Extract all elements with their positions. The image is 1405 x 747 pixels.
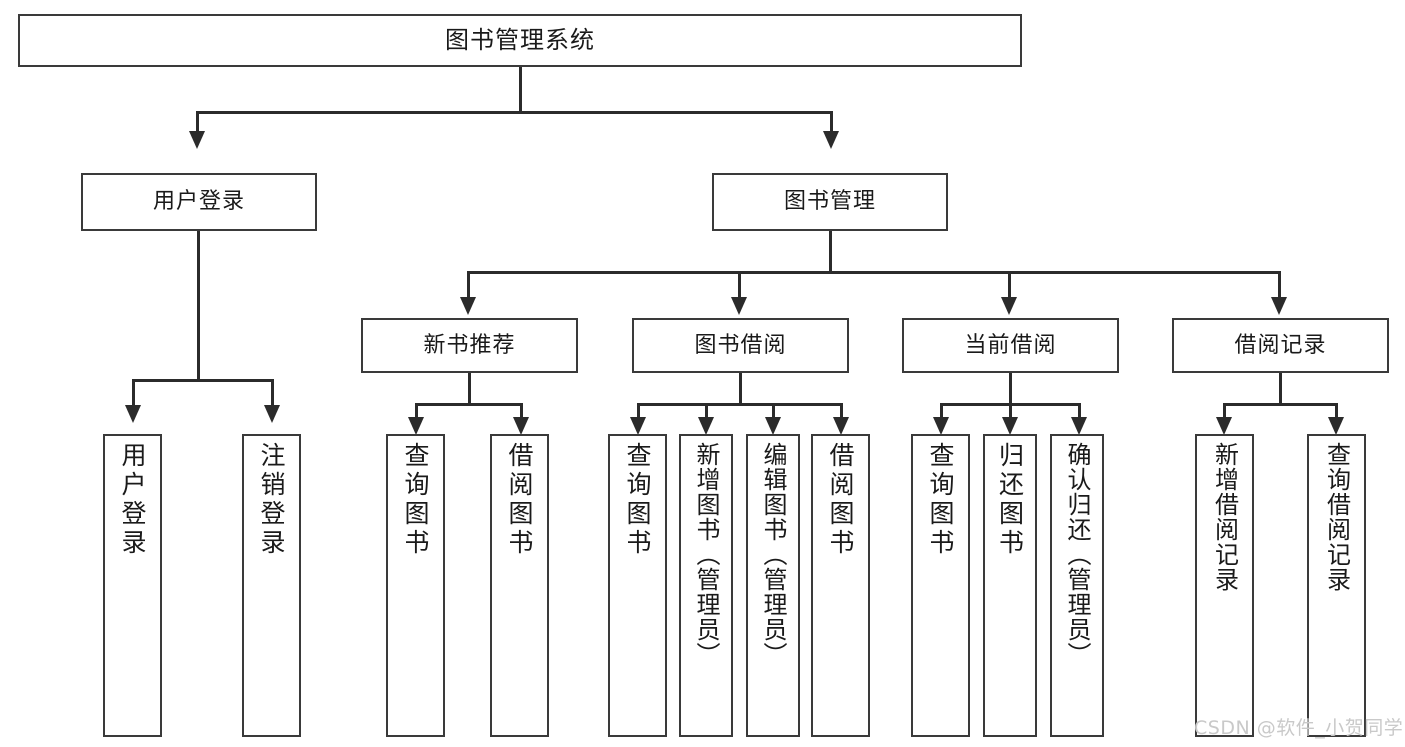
connector-bm-to-borrow-record: [1278, 271, 1281, 299]
node-leaf-query-borrow-record[interactable]: 查询借阅记录: [1307, 434, 1366, 737]
connector-bb-to-leaf-4: [840, 403, 843, 419]
node-leaf-add-borrow-record-label: 新增借阅记录: [1210, 442, 1239, 592]
connector-root-to-book-management: [830, 111, 833, 133]
node-borrow-record[interactable]: 借阅记录: [1172, 318, 1389, 373]
connector-book-management-stem: [829, 231, 832, 273]
node-leaf-confirm-return-admin[interactable]: 确认归还（管理员）: [1050, 434, 1104, 737]
connector-root-bus: [197, 111, 833, 114]
arrowhead-bm-to-book-borrow: [731, 297, 747, 315]
arrowhead-root-to-user-login: [189, 131, 205, 149]
node-leaf-query-book-1-label: 查询图书: [401, 442, 430, 558]
node-book-management[interactable]: 图书管理: [712, 173, 948, 231]
connector-user-login-bus: [133, 379, 273, 382]
node-current-borrow-label: 当前借阅: [964, 332, 1057, 358]
connector-bm-to-current-borrow: [1008, 271, 1011, 299]
node-leaf-borrow-book-2[interactable]: 借阅图书: [811, 434, 870, 737]
connector-nb-to-leaf-1: [415, 403, 418, 419]
node-book-management-label: 图书管理: [783, 189, 876, 215]
arrowhead-user-login-to-leaf-1: [125, 405, 141, 423]
connector-user-login-stem: [197, 231, 200, 381]
node-new-book-recommend[interactable]: 新书推荐: [361, 318, 578, 373]
connector-borrow-record-bus: [1224, 403, 1337, 406]
arrowhead-nb-to-leaf-1: [408, 417, 424, 435]
connector-br-to-leaf-2: [1335, 403, 1338, 419]
connector-user-login-to-leaf-1: [132, 379, 135, 407]
node-leaf-return-book-label: 归还图书: [995, 442, 1025, 558]
arrowhead-cb-to-leaf-2: [1002, 417, 1018, 435]
arrowhead-nb-to-leaf-2: [513, 417, 529, 435]
connector-book-borrow-stem: [739, 372, 742, 405]
connector-bm-to-book-borrow: [738, 271, 741, 299]
arrowhead-bm-to-borrow-record: [1271, 297, 1287, 315]
arrowhead-bb-to-leaf-2: [698, 417, 714, 435]
connector-book-management-bus: [468, 271, 1280, 274]
node-book-borrow[interactable]: 图书借阅: [632, 318, 849, 373]
node-user-login[interactable]: 用户登录: [81, 173, 317, 231]
node-current-borrow[interactable]: 当前借阅: [902, 318, 1119, 373]
node-borrow-record-label: 借阅记录: [1234, 332, 1327, 358]
node-leaf-borrow-book-1-label: 借阅图书: [505, 442, 534, 558]
node-user-login-label: 用户登录: [152, 189, 245, 215]
arrowhead-root-to-book-management: [823, 131, 839, 149]
connector-nb-to-leaf-2: [520, 403, 523, 419]
connector-root-stem: [519, 66, 522, 112]
node-new-book-recommend-label: 新书推荐: [423, 332, 516, 358]
connector-bb-to-leaf-2: [705, 403, 708, 419]
arrowhead-bb-to-leaf-1: [630, 417, 646, 435]
node-leaf-query-book-3[interactable]: 查询图书: [911, 434, 970, 737]
node-leaf-add-borrow-record[interactable]: 新增借阅记录: [1195, 434, 1254, 737]
node-leaf-user-login-label: 用户登录: [118, 442, 147, 558]
arrowhead-bb-to-leaf-4: [833, 417, 849, 435]
node-leaf-edit-book-admin-label: 编辑图书（管理员）: [759, 442, 787, 667]
connector-user-login-to-leaf-2: [271, 379, 274, 407]
node-leaf-query-book-2-label: 查询图书: [623, 442, 652, 558]
connector-cb-to-leaf-2: [1009, 403, 1012, 419]
node-leaf-query-book-3-label: 查询图书: [926, 442, 955, 558]
arrowhead-br-to-leaf-2: [1328, 417, 1344, 435]
node-leaf-query-book-1[interactable]: 查询图书: [386, 434, 445, 737]
connector-br-to-leaf-1: [1223, 403, 1226, 419]
connector-root-to-user-login: [196, 111, 199, 133]
connector-bm-to-new-book-recommend: [467, 271, 470, 299]
node-leaf-logout-login-label: 注销登录: [257, 442, 286, 558]
arrowhead-user-login-to-leaf-2: [264, 405, 280, 423]
node-leaf-user-login[interactable]: 用户登录: [103, 434, 162, 737]
connector-new-book-stem: [468, 372, 471, 405]
node-leaf-query-book-2[interactable]: 查询图书: [608, 434, 667, 737]
connector-new-book-bus: [416, 403, 522, 406]
connector-cb-to-leaf-1: [940, 403, 943, 419]
arrowhead-bm-to-current-borrow: [1001, 297, 1017, 315]
arrowhead-cb-to-leaf-1: [933, 417, 949, 435]
arrowhead-bb-to-leaf-3: [765, 417, 781, 435]
connector-bb-to-leaf-3: [772, 403, 775, 419]
connector-book-borrow-bus: [638, 403, 842, 406]
arrowhead-cb-to-leaf-3: [1071, 417, 1087, 435]
arrowhead-br-to-leaf-1: [1216, 417, 1232, 435]
connector-borrow-record-stem: [1279, 372, 1282, 405]
node-leaf-borrow-book-1[interactable]: 借阅图书: [490, 434, 549, 737]
node-root[interactable]: 图书管理系统: [18, 14, 1022, 67]
node-leaf-borrow-book-2-label: 借阅图书: [826, 442, 855, 558]
arrowhead-bm-to-new-book-recommend: [460, 297, 476, 315]
node-root-label: 图书管理系统: [445, 25, 595, 54]
node-book-borrow-label: 图书借阅: [694, 332, 787, 358]
node-leaf-edit-book-admin[interactable]: 编辑图书（管理员）: [746, 434, 800, 737]
node-leaf-return-book[interactable]: 归还图书: [983, 434, 1037, 737]
node-leaf-add-book-admin-label: 新增图书（管理员）: [692, 442, 720, 667]
node-leaf-add-book-admin[interactable]: 新增图书（管理员）: [679, 434, 733, 737]
connector-cb-to-leaf-3: [1078, 403, 1081, 419]
node-leaf-query-borrow-record-label: 查询借阅记录: [1322, 442, 1351, 592]
connector-current-borrow-stem: [1009, 372, 1012, 405]
connector-bb-to-leaf-1: [637, 403, 640, 419]
node-leaf-logout-login[interactable]: 注销登录: [242, 434, 301, 737]
csdn-watermark: CSDN @软件_小贺同学: [1194, 717, 1404, 739]
node-leaf-confirm-return-admin-label: 确认归还（管理员）: [1063, 442, 1091, 667]
